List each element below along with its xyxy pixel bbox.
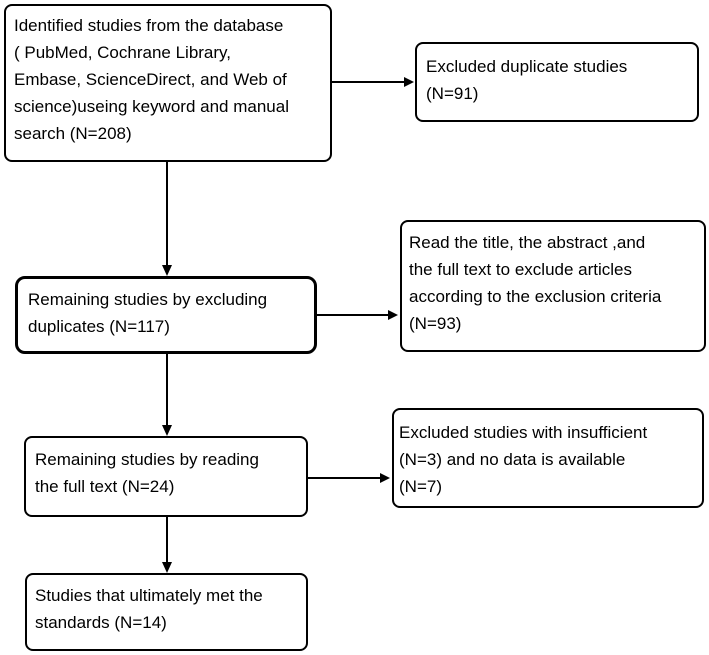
arrow-remaining-duplicates-to-remaining-fulltext — [162, 353, 172, 436]
arrowhead-icon — [404, 77, 414, 87]
flow-node-title-abstract-fulltext-exclusion: Read the title, the abstract ,and the fu… — [400, 220, 706, 352]
flow-node-final-included: Studies that ultimately met the standard… — [25, 573, 308, 651]
flow-node-identified-studies: Identified studies from the database ( P… — [4, 4, 332, 162]
flow-node-excluded-insufficient-nodata: Excluded studies with insufficient (N=3)… — [392, 408, 704, 508]
arrow-identified-to-excluded-duplicates — [332, 77, 414, 87]
flow-node-remaining-after-duplicates: Remaining studies by excluding duplicate… — [15, 276, 317, 354]
arrowhead-icon — [162, 425, 172, 436]
arrowhead-icon — [162, 562, 172, 573]
flow-node-remaining-after-fulltext: Remaining studies by reading the full te… — [24, 436, 308, 517]
flow-node-excluded-duplicates: Excluded duplicate studies (N=91) — [415, 42, 699, 122]
arrowhead-icon — [162, 265, 172, 276]
arrowhead-icon — [380, 473, 390, 483]
arrow-remaining-duplicates-to-exclusion-criteria — [317, 310, 398, 320]
arrow-remaining-fulltext-to-excluded-insufficient — [308, 473, 390, 483]
arrow-remaining-fulltext-to-final-included — [162, 517, 172, 573]
arrowhead-icon — [388, 310, 398, 320]
arrow-identified-to-remaining-duplicates — [162, 162, 172, 276]
